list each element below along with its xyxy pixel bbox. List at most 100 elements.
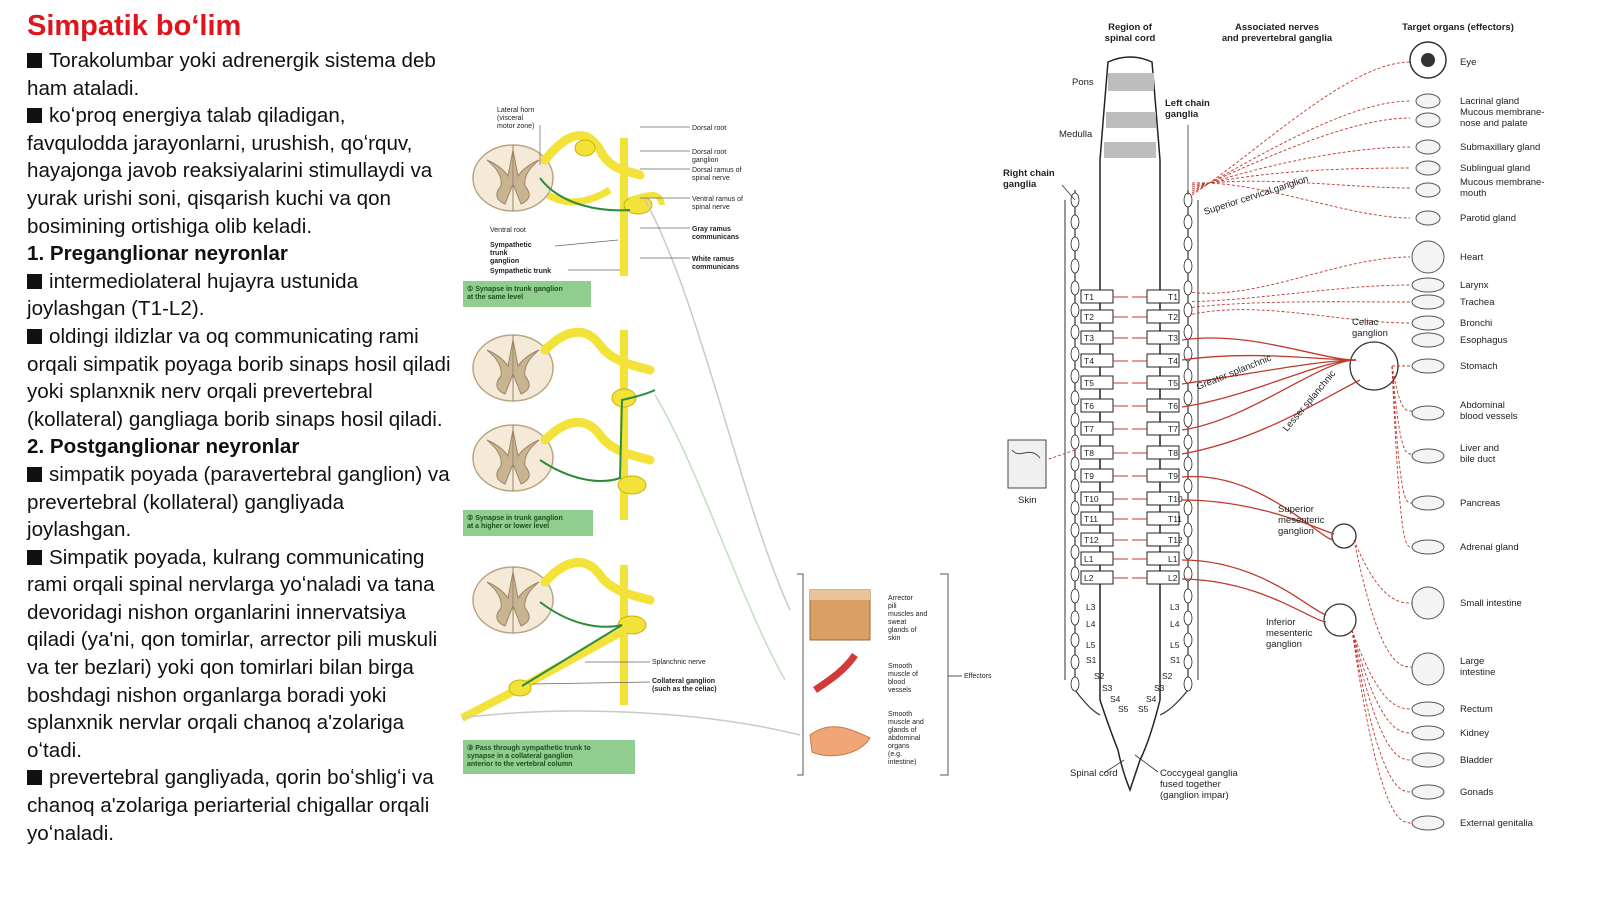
segment-label-left: S3	[1154, 683, 1165, 693]
segment-label-right: T11	[1084, 514, 1098, 524]
pancreas-icon	[1411, 495, 1445, 511]
segment-label-left: S1	[1170, 655, 1181, 665]
rectum-icon	[1411, 701, 1445, 717]
effectors-label: Effectors	[964, 673, 992, 680]
nerve-fiber	[1181, 359, 1357, 431]
bladder-label: Bladder	[1460, 755, 1493, 766]
square-bullet-icon	[27, 466, 42, 482]
segment-label-right: L3	[1086, 602, 1096, 612]
panel-caption-box	[463, 510, 593, 536]
nerve-fiber	[1391, 365, 1413, 455]
nerve-fiber	[1181, 337, 1357, 361]
segment-label-right: S5	[1118, 704, 1129, 714]
nerve-fiber	[1045, 449, 1076, 461]
bullet-paragraph: oldingi ildizlar va oq communicating ram…	[27, 323, 452, 433]
nerve-fiber	[1181, 499, 1335, 535]
nerve-fiber	[1351, 629, 1413, 824]
intestine-image	[809, 726, 871, 757]
square-bullet-icon	[27, 273, 42, 289]
bullet-paragraph: koʻproq energiya talab qiladigan, favqul…	[27, 102, 452, 240]
nerve-fiber	[1181, 559, 1327, 616]
panel-caption-box	[463, 740, 635, 774]
external-genitalia-icon	[1411, 815, 1445, 831]
spinal-cord-section	[472, 424, 554, 492]
square-bullet-icon	[27, 770, 42, 786]
segment-label-right: T9	[1084, 471, 1094, 481]
inferior-mesenteric-ganglion-icon	[1323, 603, 1357, 637]
paragraph-text: 1. Preganglionar neyronlar	[27, 242, 288, 266]
segment-label-left: T7	[1168, 424, 1178, 434]
nerve-fiber	[1181, 359, 1357, 385]
large-intestine-icon	[1411, 652, 1445, 686]
segment-label-left: T9	[1168, 471, 1178, 481]
segment-label-left: T11	[1168, 514, 1182, 524]
stomach-icon	[1411, 358, 1445, 374]
segment-label-left: L5	[1170, 640, 1180, 650]
paragraph-text: oldingi ildizlar va oq communicating ram…	[27, 324, 451, 431]
dorsal-root-label: Dorsal root	[692, 125, 726, 132]
text-block: Torakolumbar yoki adrenergik sistema deb…	[27, 47, 452, 847]
stomach-label: Stomach	[1460, 361, 1498, 372]
eye-label: Eye	[1460, 57, 1476, 68]
segment-label-right: S2	[1094, 671, 1105, 681]
adrenal-gland-icon	[1411, 539, 1445, 555]
segment-label-left: S5	[1138, 704, 1149, 714]
segment-label-left: T12	[1168, 535, 1183, 545]
segment-label-right: L5	[1086, 640, 1096, 650]
trachea-icon	[1411, 294, 1445, 310]
segment-label-right: S4	[1110, 694, 1121, 704]
paragraph-text: Simpatik poyada, kulrang communicating r…	[27, 545, 438, 762]
segment-label-right: S1	[1086, 655, 1097, 665]
nerve-fiber	[1191, 284, 1411, 303]
mucous-membrane-mouth-label: Mucous membrane-mouth	[1460, 177, 1544, 199]
nerve-fiber	[1391, 365, 1413, 504]
nerve-fiber	[1181, 475, 1335, 541]
parotid-gland-icon	[1415, 210, 1441, 226]
paragraph-text: prevertebral gangliyada, qorin boʻshligʻ…	[27, 766, 434, 845]
section-heading: 2. Postganglionar neyronlar	[27, 433, 452, 461]
segment-label-left: T4	[1168, 356, 1178, 366]
segment-label-right: T10	[1084, 494, 1099, 504]
segment-label-left: T8	[1168, 448, 1178, 458]
segment-label-right: T12	[1084, 535, 1099, 545]
nerve-fiber	[1191, 100, 1411, 194]
skin-icon	[1007, 439, 1047, 489]
skin-label: Skin	[1018, 495, 1036, 506]
nerve-fiber	[1191, 309, 1411, 324]
larynx-icon	[1411, 277, 1445, 293]
heart-icon	[1411, 240, 1445, 274]
nerve-fiber	[1191, 167, 1411, 188]
spinal-cord-outline	[1099, 56, 1161, 793]
small-intestine-icon	[1411, 586, 1445, 620]
segment-label-right: T6	[1084, 401, 1094, 411]
header-targets: Target organs (effectors)	[1402, 22, 1514, 33]
segment-label-right: L1	[1084, 554, 1094, 564]
nerve-lines	[1045, 61, 1413, 824]
square-bullet-icon	[27, 549, 42, 565]
nerve-fiber	[1351, 629, 1413, 734]
celiac-ganglion-icon	[1349, 341, 1399, 391]
esophagus-label: Esophagus	[1460, 335, 1508, 346]
kidney-label: Kidney	[1460, 728, 1489, 739]
segment-label-left: L3	[1170, 602, 1180, 612]
spinal-cord-label: Spinal cord	[1070, 768, 1118, 779]
square-bullet-icon	[27, 108, 42, 124]
segment-label-left: T2	[1168, 312, 1178, 322]
section-heading: 1. Preganglionar neyronlar	[27, 240, 452, 268]
nerve-fiber	[1191, 117, 1411, 192]
